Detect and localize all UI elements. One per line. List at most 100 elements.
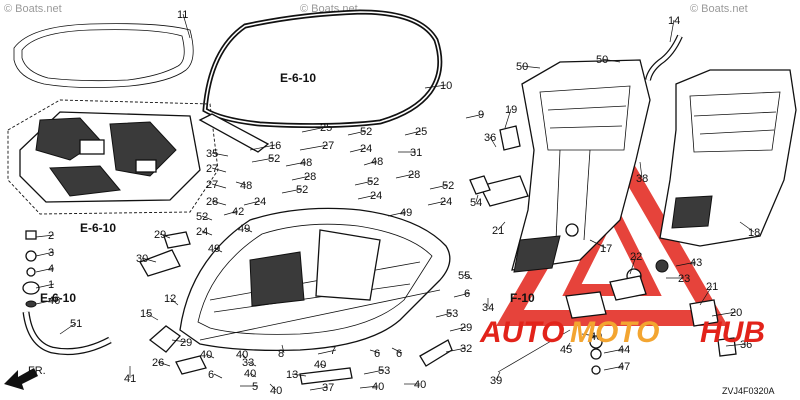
callout-leader bbox=[603, 365, 625, 371]
section-reference[interactable]: E-6-10 bbox=[80, 221, 116, 235]
part-number-callout[interactable]: 25 bbox=[320, 122, 332, 134]
part-number-callout[interactable]: 48 bbox=[371, 156, 383, 168]
part-number-callout[interactable]: 52 bbox=[360, 126, 372, 138]
part-number-callout[interactable]: 27 bbox=[322, 140, 334, 152]
part-number-callout[interactable]: 8 bbox=[278, 348, 284, 360]
part-number-callout[interactable]: 36 bbox=[484, 132, 496, 144]
part-number-callout[interactable]: 6 bbox=[464, 288, 470, 300]
part-number-callout[interactable]: 6 bbox=[374, 348, 380, 360]
part-number-callout[interactable]: 22 bbox=[630, 251, 642, 263]
part-number-callout[interactable]: 11 bbox=[177, 9, 188, 21]
part-number-callout[interactable]: 9 bbox=[478, 109, 484, 121]
callout-leader bbox=[395, 173, 415, 179]
part-number-callout[interactable]: 15 bbox=[140, 308, 152, 320]
part-number-callout[interactable]: 4 bbox=[48, 263, 54, 275]
callout-leader bbox=[211, 152, 229, 157]
part-number-callout[interactable]: 5 bbox=[252, 381, 258, 393]
part-number-callout[interactable]: 2 bbox=[48, 230, 54, 242]
part-number-callout[interactable]: 21 bbox=[706, 281, 718, 293]
part-number-callout[interactable]: 46 bbox=[48, 295, 60, 307]
part-number-callout[interactable]: 24 bbox=[254, 196, 266, 208]
callout-leader bbox=[404, 130, 422, 136]
part-number-callout[interactable]: 40 bbox=[200, 349, 212, 361]
part-number-callout[interactable]: 52 bbox=[367, 176, 379, 188]
part-number-callout[interactable]: 23 bbox=[678, 273, 690, 285]
part-number-callout[interactable]: 51 bbox=[70, 318, 82, 330]
part-number-callout[interactable]: 16 bbox=[269, 140, 281, 152]
callout-leader bbox=[247, 361, 257, 367]
section-reference[interactable]: F-10 bbox=[510, 291, 535, 305]
part-number-callout[interactable]: 45 bbox=[560, 344, 572, 356]
part-number-callout[interactable]: 52 bbox=[268, 153, 280, 165]
part-number-callout[interactable]: 33 bbox=[242, 357, 254, 369]
part-number-callout[interactable]: 10 bbox=[440, 80, 452, 92]
part-number-callout[interactable]: 50 bbox=[516, 61, 528, 73]
part-number-callout[interactable]: 24 bbox=[370, 190, 382, 202]
part-number-callout[interactable]: 52 bbox=[296, 184, 308, 196]
part-number-callout[interactable]: 20 bbox=[730, 307, 742, 319]
part-number-callout[interactable]: 40 bbox=[244, 368, 256, 380]
part-number-callout[interactable]: 29 bbox=[180, 337, 192, 349]
part-number-callout[interactable]: 21 bbox=[492, 225, 504, 237]
part-number-callout[interactable]: 28 bbox=[304, 171, 316, 183]
part-number-callout[interactable]: 27 bbox=[206, 179, 218, 191]
part-number-callout[interactable]: 28 bbox=[206, 196, 218, 208]
part-number-callout[interactable]: 49 bbox=[208, 243, 220, 255]
section-reference[interactable]: E-6-10 bbox=[280, 71, 316, 85]
part-number-callout[interactable]: 13 bbox=[286, 369, 298, 381]
part-number-callout[interactable]: 28 bbox=[408, 169, 420, 181]
part-number-callout[interactable]: 40 bbox=[372, 381, 384, 393]
part-number-callout[interactable]: 3 bbox=[48, 247, 54, 259]
part-number-callout[interactable]: 41 bbox=[124, 373, 136, 385]
section-reference[interactable]: E-6-10 bbox=[40, 291, 76, 305]
part-number-callout[interactable]: 52 bbox=[196, 211, 208, 223]
part-number-callout[interactable]: 55 bbox=[458, 270, 470, 282]
part-number-callout[interactable]: 40 bbox=[236, 349, 248, 361]
part-number-callout[interactable]: 49 bbox=[400, 207, 412, 219]
part-number-callout[interactable]: 48 bbox=[300, 157, 312, 169]
part-number-callout[interactable]: 53 bbox=[378, 365, 390, 377]
part-number-callout[interactable]: 29 bbox=[460, 322, 472, 334]
part-number-callout[interactable]: 54 bbox=[470, 197, 482, 209]
part-number-callout[interactable]: 34 bbox=[482, 302, 494, 314]
part-number-callout[interactable]: 1 bbox=[48, 279, 54, 291]
part-number-callout[interactable]: 17 bbox=[600, 243, 612, 255]
part-number-callout[interactable]: 31 bbox=[410, 147, 422, 159]
part-number-callout[interactable]: 39 bbox=[490, 375, 502, 387]
part-number-callout[interactable]: 40 bbox=[314, 359, 326, 371]
part-number-callout[interactable]: 37 bbox=[322, 382, 334, 394]
part-number-callout[interactable]: 26 bbox=[152, 357, 164, 369]
part-number-callout[interactable]: 24 bbox=[196, 226, 208, 238]
part-number-callout[interactable]: 6 bbox=[396, 348, 402, 360]
part-number-callout[interactable]: 12 bbox=[164, 293, 176, 305]
part-number-callout[interactable]: 19 bbox=[505, 104, 517, 116]
part-number-callout[interactable]: 24 bbox=[440, 196, 452, 208]
part-number-callout[interactable]: 18 bbox=[748, 227, 760, 239]
part-number-callout[interactable]: 24 bbox=[360, 143, 372, 155]
part-number-callout[interactable]: 6 bbox=[208, 369, 214, 381]
part-number-callout[interactable]: 52 bbox=[442, 180, 454, 192]
part-number-callout[interactable]: 27 bbox=[206, 163, 218, 175]
part-number-callout[interactable]: 40 bbox=[270, 385, 282, 397]
part-number-callout[interactable]: 29 bbox=[154, 229, 166, 241]
part-number-callout[interactable]: 49 bbox=[238, 223, 250, 235]
part-number-callout[interactable]: 42 bbox=[232, 206, 244, 218]
part-number-callout[interactable]: 38 bbox=[636, 173, 648, 185]
part-number-callout[interactable]: 48 bbox=[240, 180, 252, 192]
part-number-callout[interactable]: 43 bbox=[690, 257, 702, 269]
part-number-callout[interactable]: 40 bbox=[590, 331, 602, 343]
part-number-callout[interactable]: 44 bbox=[618, 344, 630, 356]
part-number-callout[interactable]: 47 bbox=[618, 361, 630, 373]
part-number-callout[interactable]: 14 bbox=[668, 15, 680, 27]
part-number-callout[interactable]: 53 bbox=[446, 308, 458, 320]
part-number-callout[interactable]: 50 bbox=[596, 54, 608, 66]
part-number-callout[interactable]: 7 bbox=[330, 345, 336, 357]
part-number-callout[interactable]: 35 bbox=[206, 148, 218, 160]
part-number-callout[interactable]: 36 bbox=[740, 339, 752, 351]
part-number-callout[interactable]: 40 bbox=[414, 379, 426, 391]
part-number-callout[interactable]: 25 bbox=[415, 126, 427, 138]
callout-leader bbox=[669, 19, 675, 43]
part-number-callout[interactable]: 32 bbox=[460, 343, 472, 355]
part-number-callout[interactable]: 30 bbox=[136, 253, 148, 265]
callout-leader bbox=[201, 215, 213, 221]
